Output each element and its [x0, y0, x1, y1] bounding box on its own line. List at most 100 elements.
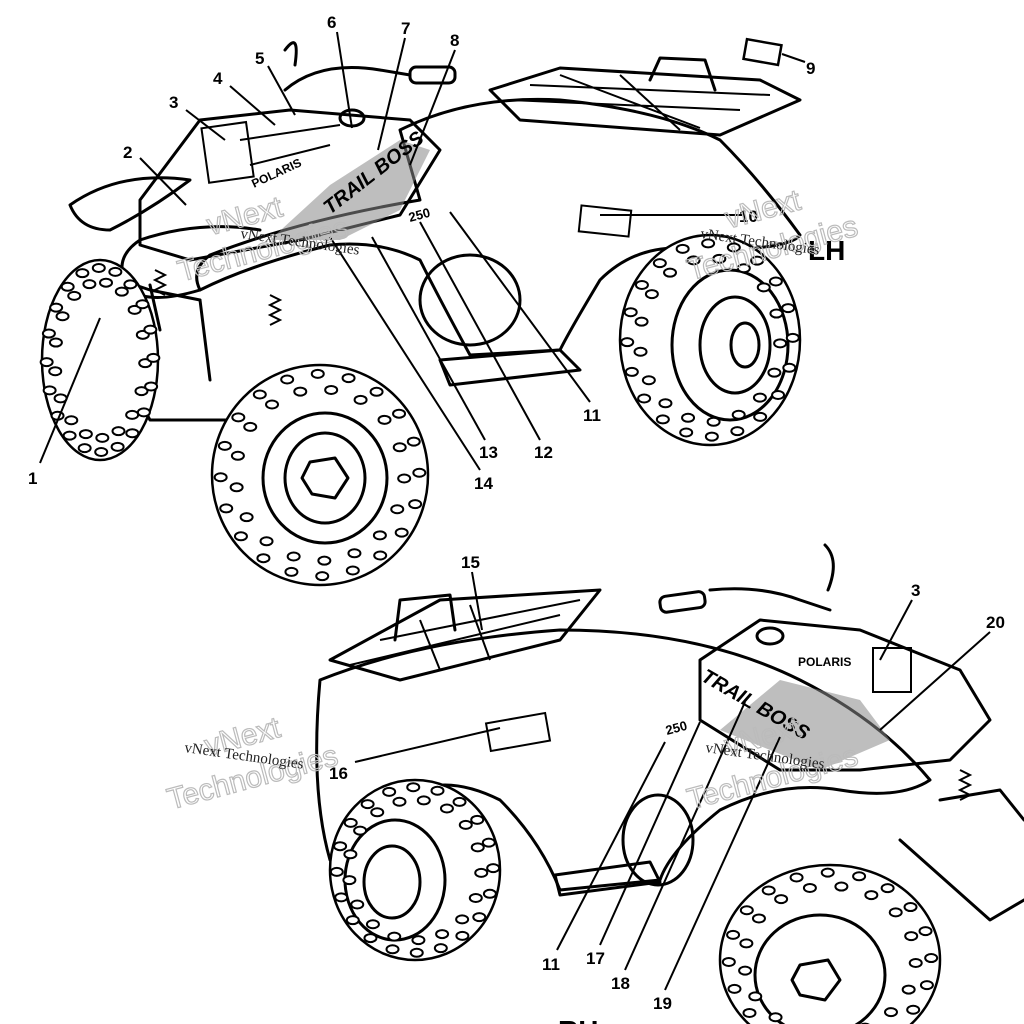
tread-knob	[924, 953, 939, 964]
tread-knob	[455, 930, 470, 941]
tread-knob	[392, 796, 407, 807]
tire-tread-pattern	[39, 238, 939, 1024]
tread-knob	[634, 279, 649, 290]
tread-knob	[134, 386, 149, 397]
tread-knob	[55, 311, 70, 322]
tread-knob	[94, 446, 109, 457]
callout-4: 4	[213, 69, 223, 88]
tread-knob	[144, 381, 159, 392]
tread-knob	[904, 931, 919, 942]
tread-knob	[486, 863, 501, 874]
tread-knob	[229, 482, 244, 493]
tread-knob	[663, 267, 678, 278]
tread-knob	[387, 931, 402, 942]
tread-knob	[373, 550, 388, 561]
callout-7: 7	[401, 19, 410, 38]
tread-knob	[727, 983, 742, 994]
tread-knob	[125, 409, 140, 420]
tread-knob	[751, 913, 766, 924]
tread-knob	[706, 416, 721, 427]
tread-knob	[345, 565, 360, 576]
tread-knob	[342, 875, 357, 886]
tread-knob	[901, 984, 916, 995]
tread-knob	[768, 1012, 783, 1023]
tread-knob	[820, 867, 835, 878]
tread-knob	[217, 440, 232, 451]
tread-knob	[908, 958, 923, 969]
tread-knob	[409, 947, 424, 958]
tread-knob	[637, 393, 652, 404]
tread-knob	[324, 384, 339, 395]
tread-knob	[789, 872, 804, 883]
tread-knob	[329, 866, 344, 877]
tread-knob	[256, 553, 271, 564]
tread-knob	[259, 536, 274, 547]
callout-1: 1	[28, 469, 37, 488]
callout-8: 8	[450, 31, 459, 50]
callout-13: 13	[479, 443, 498, 462]
view-label-rh: RH	[558, 1015, 598, 1024]
tread-knob	[284, 566, 299, 577]
tread-knob	[774, 894, 789, 905]
tread-knob	[704, 431, 719, 442]
callout-3-rh: 3	[911, 581, 920, 600]
tread-knob	[293, 386, 308, 397]
tread-knob	[633, 346, 648, 357]
tread-knob	[482, 888, 497, 899]
tread-knob	[385, 944, 400, 955]
tread-knob	[906, 1004, 921, 1015]
tread-knob	[712, 253, 727, 264]
tread-knob	[781, 303, 796, 314]
tread-knob	[726, 929, 741, 940]
tread-knob	[363, 933, 378, 944]
tread-knob	[62, 430, 77, 441]
tread-knob	[785, 332, 800, 343]
tread-knob	[353, 825, 368, 836]
tread-knob	[768, 276, 783, 287]
tread-knob	[470, 842, 485, 853]
callout-14: 14	[474, 474, 493, 493]
callout-19: 19	[653, 994, 672, 1013]
callouts-bottom: 15 16 3 20 11 17 18 19	[329, 553, 1005, 1013]
tread-knob	[230, 450, 245, 461]
tread-knob	[317, 555, 332, 566]
tread-knob	[49, 302, 64, 313]
tread-knob	[782, 362, 797, 373]
tread-knob	[903, 902, 918, 913]
callout-15: 15	[461, 553, 480, 572]
tread-knob	[360, 799, 375, 810]
tread-knob	[333, 841, 348, 852]
tread-knob	[731, 409, 746, 420]
tread-knob	[802, 882, 817, 893]
tread-knob	[243, 421, 258, 432]
atv-right-side-drawing: POLARIS TRAIL BOSS 250	[315, 543, 1024, 1024]
tread-knob	[146, 352, 161, 363]
tread-knob	[372, 530, 387, 541]
tread-knob	[108, 266, 123, 277]
callout-2: 2	[123, 143, 132, 162]
tread-knob	[408, 499, 423, 510]
tread-knob	[123, 279, 138, 290]
tread-knob	[265, 399, 280, 410]
decal-brand-rh: POLARIS	[798, 655, 851, 669]
tread-knob	[310, 368, 325, 379]
callout-11: 11	[583, 406, 601, 425]
tread-knob	[397, 473, 412, 484]
tread-knob	[888, 907, 903, 918]
tread-knob	[377, 414, 392, 425]
tread-knob	[739, 938, 754, 949]
tread-knob	[370, 807, 385, 818]
tread-knob	[773, 338, 788, 349]
callout-5: 5	[255, 49, 264, 68]
tread-knob	[658, 398, 673, 409]
view-label-lh: LH	[808, 235, 845, 266]
tread-knob	[439, 803, 454, 814]
tread-knob	[769, 308, 784, 319]
tread-knob	[736, 263, 751, 274]
callouts-top: 1 2 3 4 5 6 7 8 9 10 11 12 13 14	[28, 13, 815, 493]
callout-20: 20	[986, 613, 1005, 632]
tread-knob	[750, 255, 765, 266]
tread-knob	[42, 385, 57, 396]
